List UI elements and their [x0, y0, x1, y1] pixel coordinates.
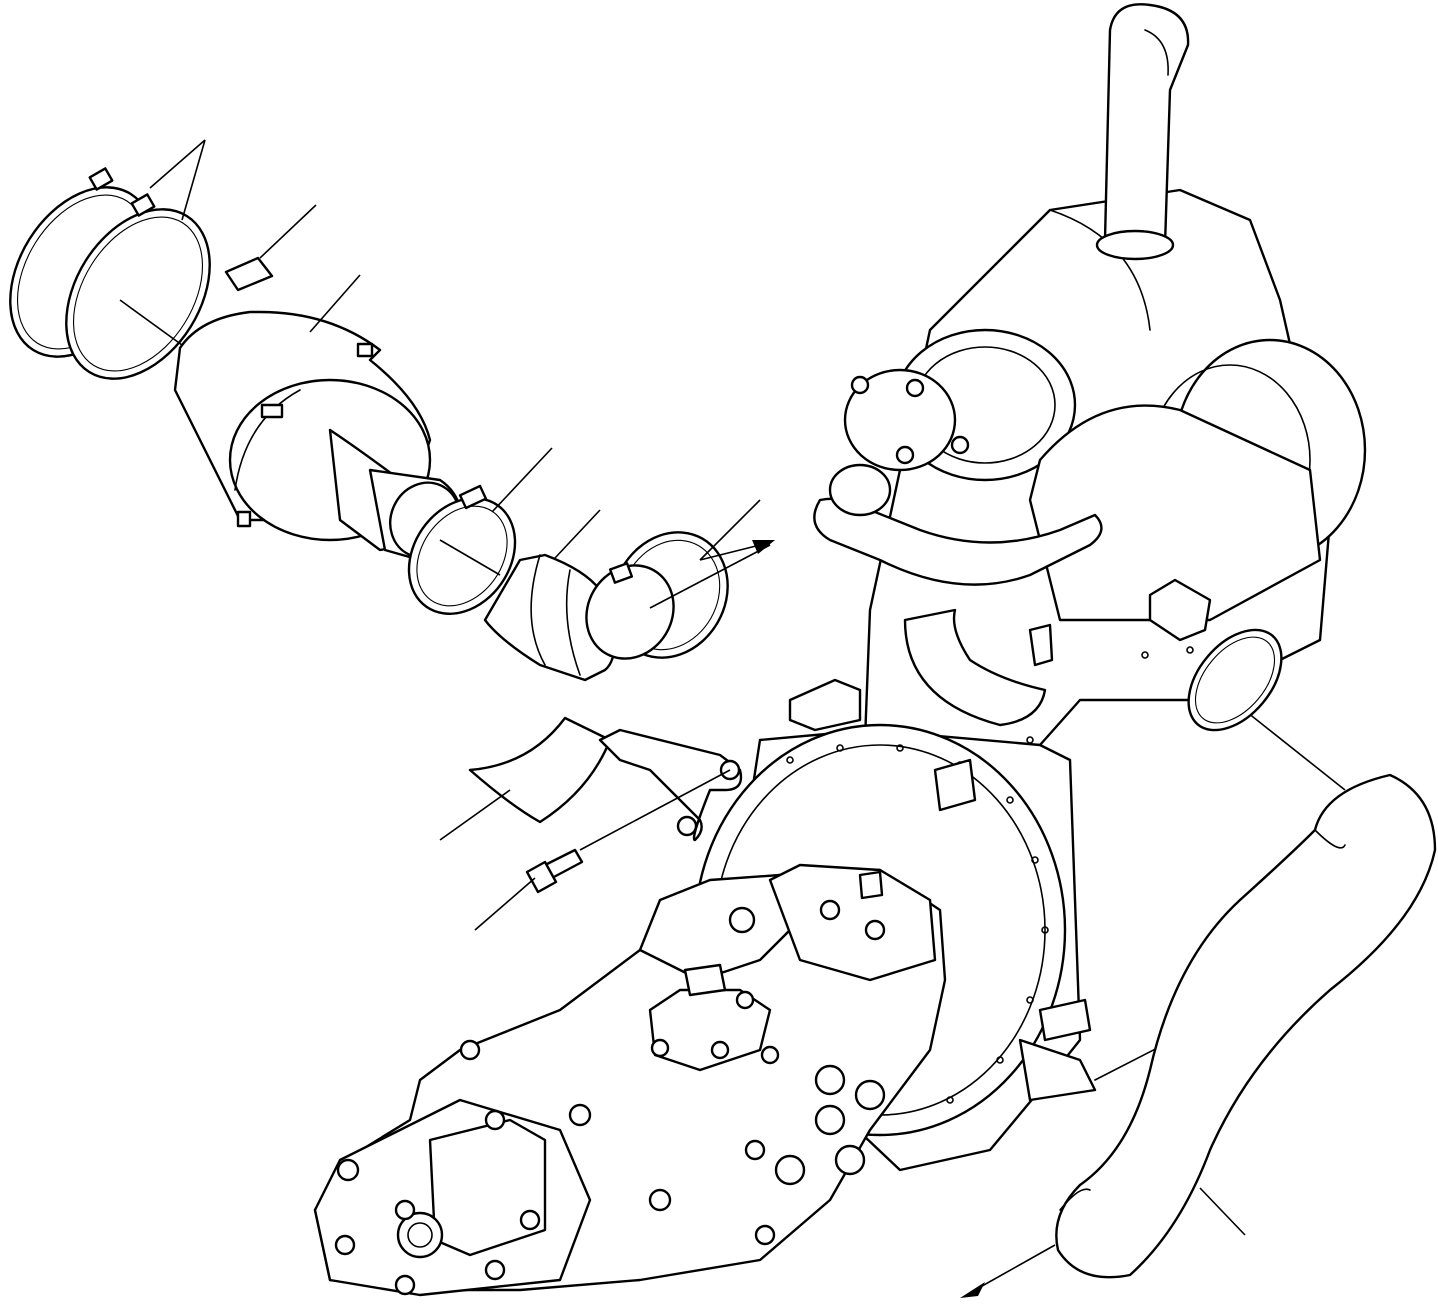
hose-clamp: [407, 484, 517, 615]
exhaust-hose-clamp: [585, 531, 729, 660]
engine-side-ring: [1187, 628, 1283, 732]
engine-assembly: [813, 3, 1367, 909]
leader-lines: [119, 139, 1346, 1236]
hose-clamp-pair: [9, 167, 211, 380]
mounting-bolt: [525, 848, 584, 894]
direction-arrows: [699, 540, 1056, 1298]
heat-shield-bracket: [468, 716, 743, 842]
arrowhead-up-right: [752, 540, 775, 554]
hydraulic-pump-assembly: [313, 863, 947, 1297]
label-plate: [224, 256, 274, 292]
exhaust-tail-pipe: [1055, 773, 1437, 1279]
arrowhead-down-left: [960, 1282, 985, 1298]
